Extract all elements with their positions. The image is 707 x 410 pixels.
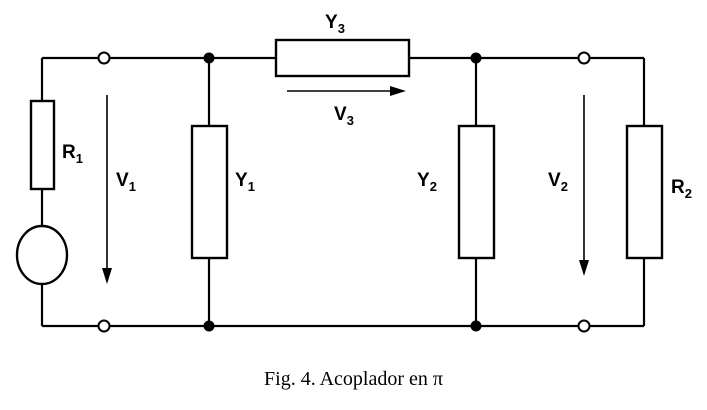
node-top-y1	[203, 52, 215, 64]
admittance-y1	[190, 124, 229, 260]
terminal-top-right	[577, 51, 591, 65]
arrow-v1	[102, 95, 112, 284]
wires	[40, 56, 646, 328]
terminal-top-left	[97, 51, 111, 65]
label-v1: V1	[116, 170, 136, 194]
arrow-v2	[579, 95, 589, 276]
admittance-y2	[457, 124, 496, 260]
label-y3: Y3	[325, 12, 345, 36]
node-bottom-y2	[470, 320, 482, 332]
label-r2: R2	[671, 177, 692, 201]
resistor-r2	[625, 124, 664, 260]
figure-caption: Fig. 4. Acoplador en π	[264, 368, 443, 390]
terminal-bottom-left	[97, 319, 111, 333]
label-y1: Y1	[235, 170, 255, 194]
voltage-source	[15, 224, 69, 286]
arrow-v3	[287, 86, 406, 96]
admittance-y3	[274, 38, 411, 78]
label-r1: R1	[62, 142, 83, 166]
label-v3: V3	[334, 104, 354, 128]
node-bottom-y1	[203, 320, 215, 332]
node-top-y2	[470, 52, 482, 64]
resistor-r1	[29, 99, 56, 191]
terminal-bottom-right	[577, 319, 591, 333]
label-v2: V2	[548, 170, 568, 194]
label-y2: Y2	[417, 170, 437, 194]
